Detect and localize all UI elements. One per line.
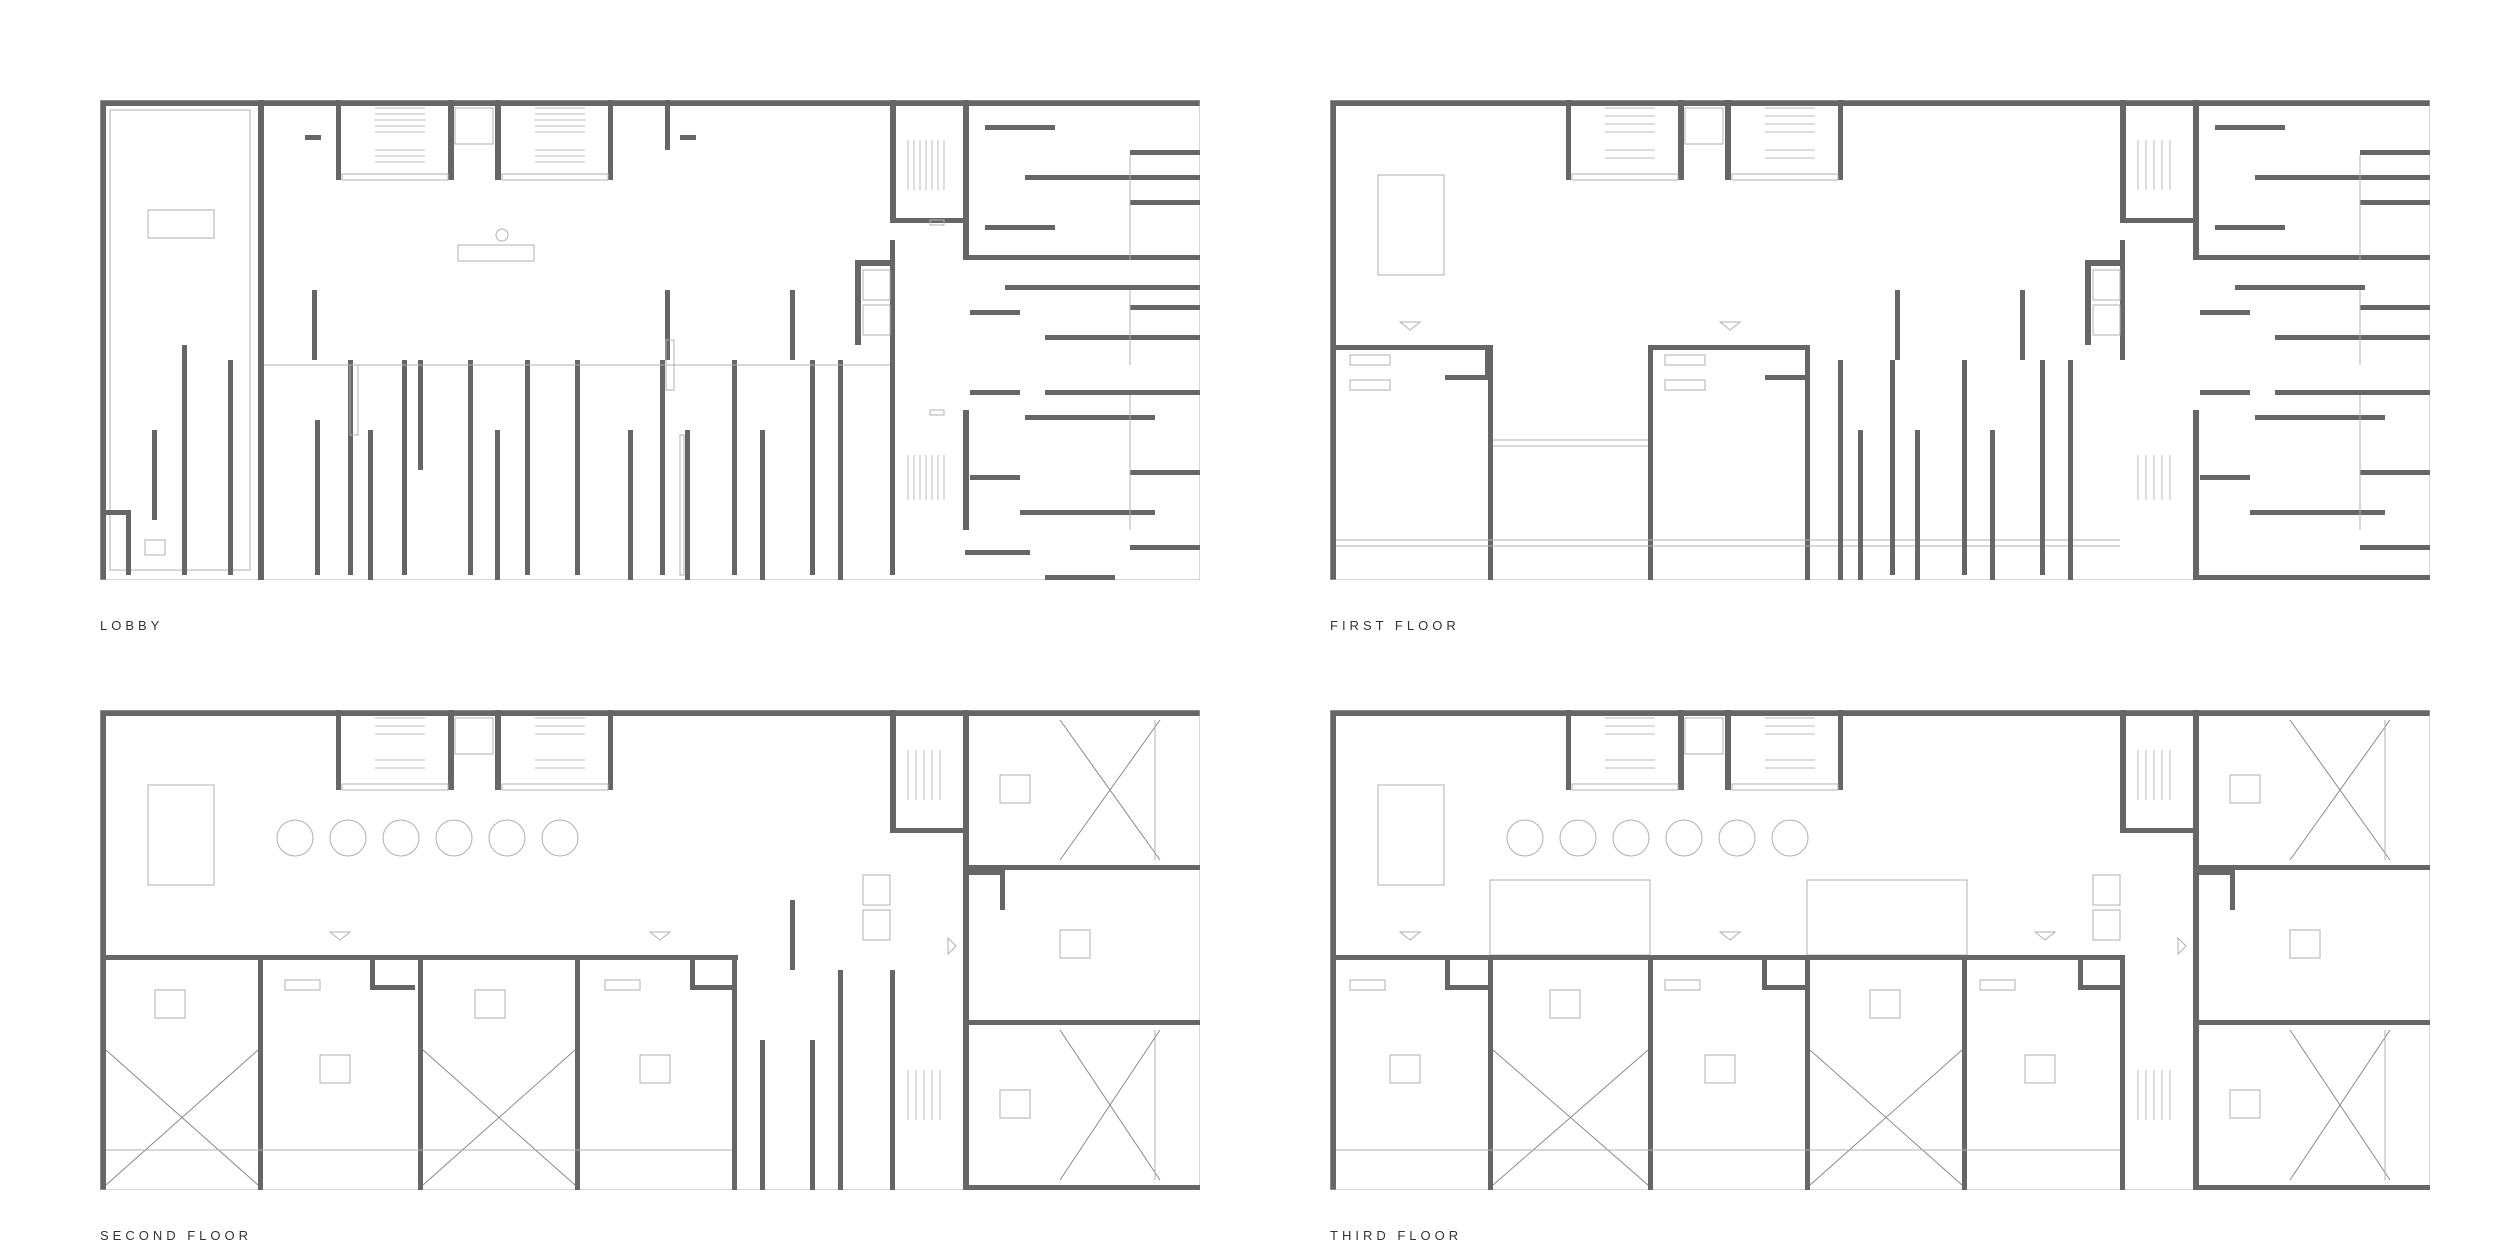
stair-d — [907, 455, 945, 500]
plan-label-lobby: LOBBY — [100, 618, 164, 633]
plan-label-third-floor: THIRD FLOOR — [1330, 1228, 1463, 1243]
stair-c — [907, 140, 945, 190]
plan-lobby: LOBBY — [100, 100, 1200, 633]
plan-third-floor: THIRD FLOOR — [1330, 710, 2430, 1243]
stair-b — [535, 107, 585, 163]
third-floor-drawing — [1330, 710, 2430, 1190]
plan-second-floor: SECOND FLOOR — [100, 710, 1200, 1243]
first-floor-drawing — [1330, 100, 2430, 580]
plan-first-floor: FIRST FLOOR — [1330, 100, 2430, 633]
plan-label-first-floor: FIRST FLOOR — [1330, 618, 1460, 633]
second-floor-drawing — [100, 710, 1200, 1190]
lobby-drawing — [100, 100, 1200, 580]
plan-label-second-floor: SECOND FLOOR — [100, 1228, 253, 1243]
stair-a — [375, 107, 425, 163]
round-tables — [276, 819, 579, 857]
